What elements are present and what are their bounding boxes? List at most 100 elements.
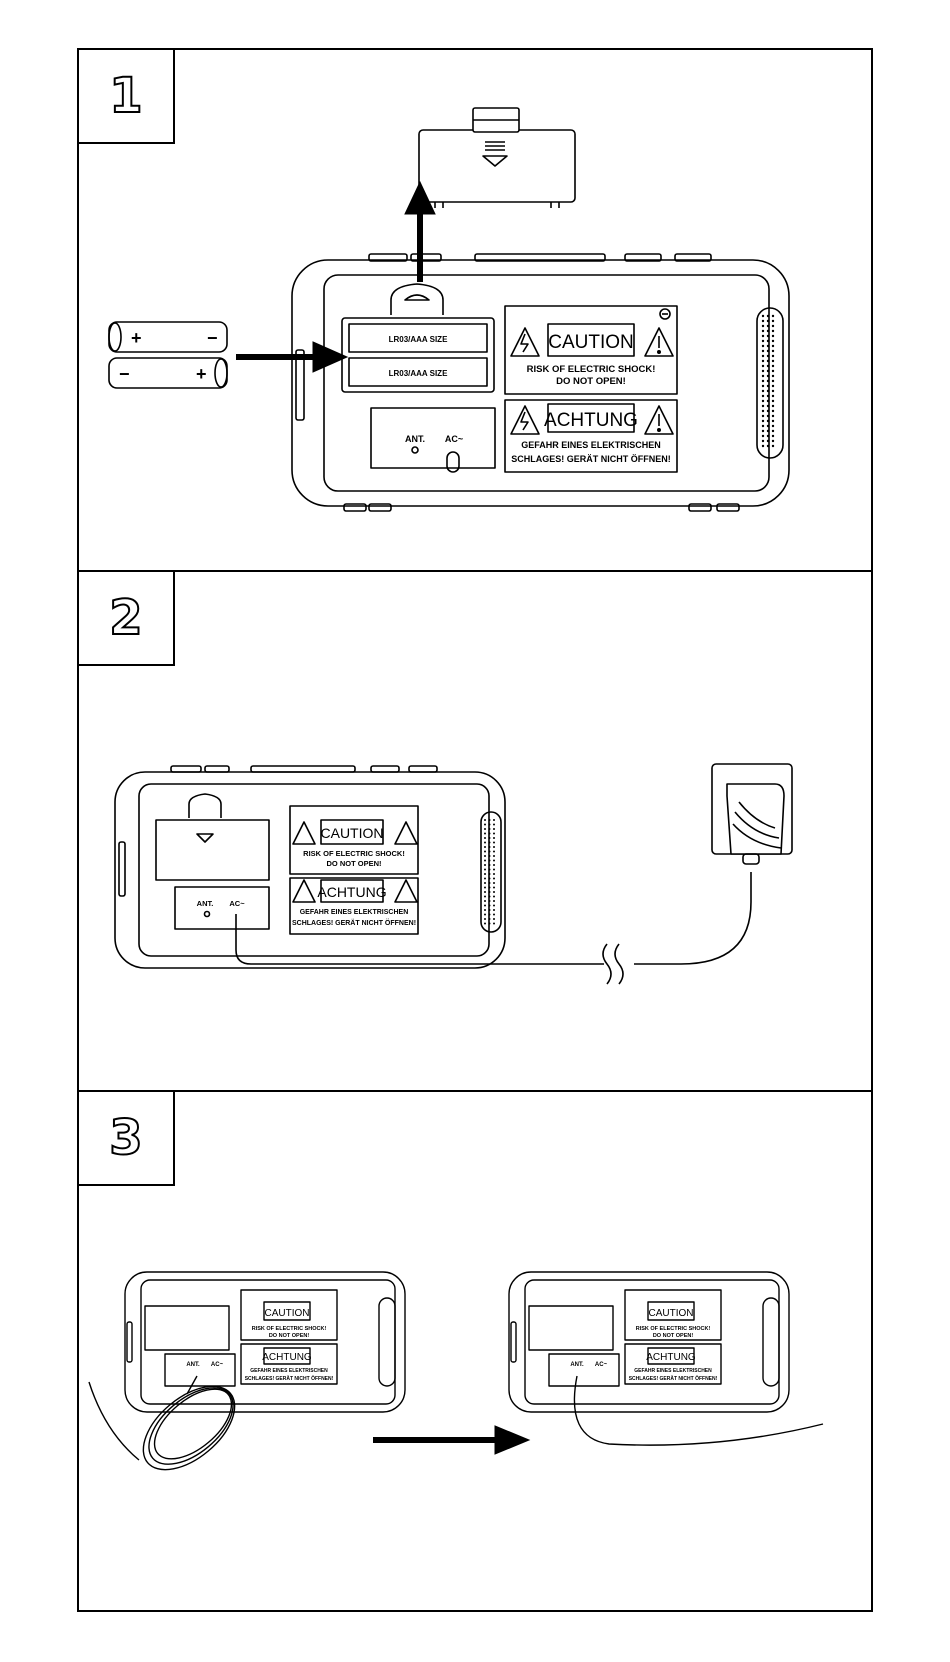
grille-hole	[771, 429, 775, 433]
battery-slot-label: LR03/AAA SIZE	[389, 335, 448, 344]
grille-hole	[761, 384, 765, 388]
grille-hole	[488, 873, 491, 875]
battery-plus-sign: +	[196, 364, 207, 384]
lightning-warning-icon	[292, 821, 316, 845]
grille-hole	[493, 819, 495, 821]
step-number-box: 3	[77, 1090, 175, 1186]
grille-hole	[488, 864, 491, 866]
grille-hole	[488, 868, 491, 871]
grille-hole	[493, 922, 495, 925]
grille-hole	[771, 409, 775, 413]
grille-hole	[766, 384, 770, 388]
grille-hole	[493, 846, 495, 848]
grille-hole	[484, 913, 486, 916]
grille-hole	[488, 877, 491, 880]
connector-panel	[164, 1353, 236, 1387]
grille-hole	[761, 324, 765, 328]
grille-hole	[761, 319, 765, 323]
grille-hole	[761, 314, 765, 318]
step-number-box: 1	[77, 48, 175, 144]
exclamation-warning-icon	[644, 405, 674, 435]
clock-back-housing	[508, 1271, 790, 1413]
caution-line-1: RISK OF ELECTRIC SHOCK!	[252, 1326, 327, 1332]
grille-hole	[761, 444, 765, 448]
caution-line-1: RISK OF ELECTRIC SHOCK!	[636, 1326, 711, 1332]
grille-hole	[488, 855, 491, 857]
caution-line-1: RISK OF ELECTRIC SHOCK!	[303, 849, 405, 858]
power-connection-illustration: CAUTION RISK OF ELECTRIC SHOCK! DO NOT O…	[114, 763, 793, 985]
caution-label-box	[289, 805, 419, 875]
grille-hole	[493, 909, 495, 911]
battery-cover	[144, 1305, 230, 1351]
grille-hole	[488, 913, 491, 916]
grille-hole	[761, 404, 765, 408]
grille-hole	[484, 873, 486, 875]
grille-hole	[488, 900, 491, 902]
achtung-line-2: SCHLAGES! GERÄT NICHT ÖFFNEN!	[511, 454, 671, 464]
grille-hole	[771, 329, 775, 333]
grille-hole	[488, 895, 491, 898]
clock-back-housing	[124, 1271, 406, 1413]
grille-hole	[484, 900, 486, 902]
grille-hole	[771, 349, 775, 353]
grille-hole	[771, 439, 775, 443]
grille-hole	[484, 918, 486, 920]
grille-hole	[484, 850, 486, 853]
grille-hole	[766, 359, 770, 363]
achtung-line-1: GEFAHR EINES ELEKTRISCHEN	[250, 1368, 328, 1374]
grille-hole	[488, 837, 491, 839]
grille-hole	[488, 886, 491, 889]
grille-hole	[493, 864, 495, 866]
grille-hole	[766, 374, 770, 378]
grille-hole	[484, 895, 486, 898]
grille-hole	[761, 364, 765, 368]
achtung-line-1: GEFAHR EINES ELEKTRISCHEN	[300, 909, 409, 916]
grille-hole	[488, 882, 491, 884]
grille-hole	[771, 364, 775, 368]
grille-hole	[761, 354, 765, 358]
achtung-label-box	[289, 877, 419, 935]
speaker-grille-holes	[484, 819, 495, 925]
caution-title: CAUTION	[321, 825, 384, 841]
grille-hole	[493, 837, 495, 839]
grille-hole	[766, 409, 770, 413]
caution-line-2: DO NOT OPEN!	[269, 1333, 310, 1339]
grille-hole	[484, 832, 486, 835]
achtung-line-1: GEFAHR EINES ELEKTRISCHEN	[634, 1368, 712, 1374]
up-arrow-icon	[404, 180, 436, 215]
grille-hole	[766, 419, 770, 423]
grille-hole	[761, 439, 765, 443]
grille-hole	[771, 384, 775, 388]
grille-hole	[766, 424, 770, 428]
step-number: 1	[108, 68, 143, 124]
achtung-frame	[547, 403, 635, 433]
grille-hole	[766, 439, 770, 443]
achtung-line-1: GEFAHR EINES ELEKTRISCHEN	[521, 440, 661, 450]
grille-hole	[493, 877, 495, 880]
grille-hole	[493, 895, 495, 898]
exclamation-warning-icon	[394, 821, 418, 845]
grille-hole	[771, 399, 775, 403]
grille-hole	[771, 339, 775, 343]
achtung-label-box	[624, 1343, 722, 1385]
grille-hole	[493, 832, 495, 835]
grille-hole	[488, 832, 491, 835]
achtung-label-box	[504, 399, 678, 473]
battery-minus-sign: −	[119, 364, 130, 384]
grille-hole	[761, 339, 765, 343]
lightning-warning-icon	[292, 879, 316, 903]
grille-hole	[761, 349, 765, 353]
grille-hole	[484, 864, 486, 866]
grille-hole	[771, 379, 775, 383]
grille-hole	[488, 904, 491, 907]
speaker-grille-holes	[761, 314, 775, 448]
grille-hole	[761, 369, 765, 373]
step-3-panel: 3	[77, 1090, 873, 1612]
grille-hole	[766, 369, 770, 373]
grille-hole	[771, 424, 775, 428]
grille-hole	[488, 891, 491, 893]
grille-hole	[761, 359, 765, 363]
grille-hole	[493, 904, 495, 907]
grille-hole	[761, 344, 765, 348]
grille-hole	[766, 354, 770, 358]
